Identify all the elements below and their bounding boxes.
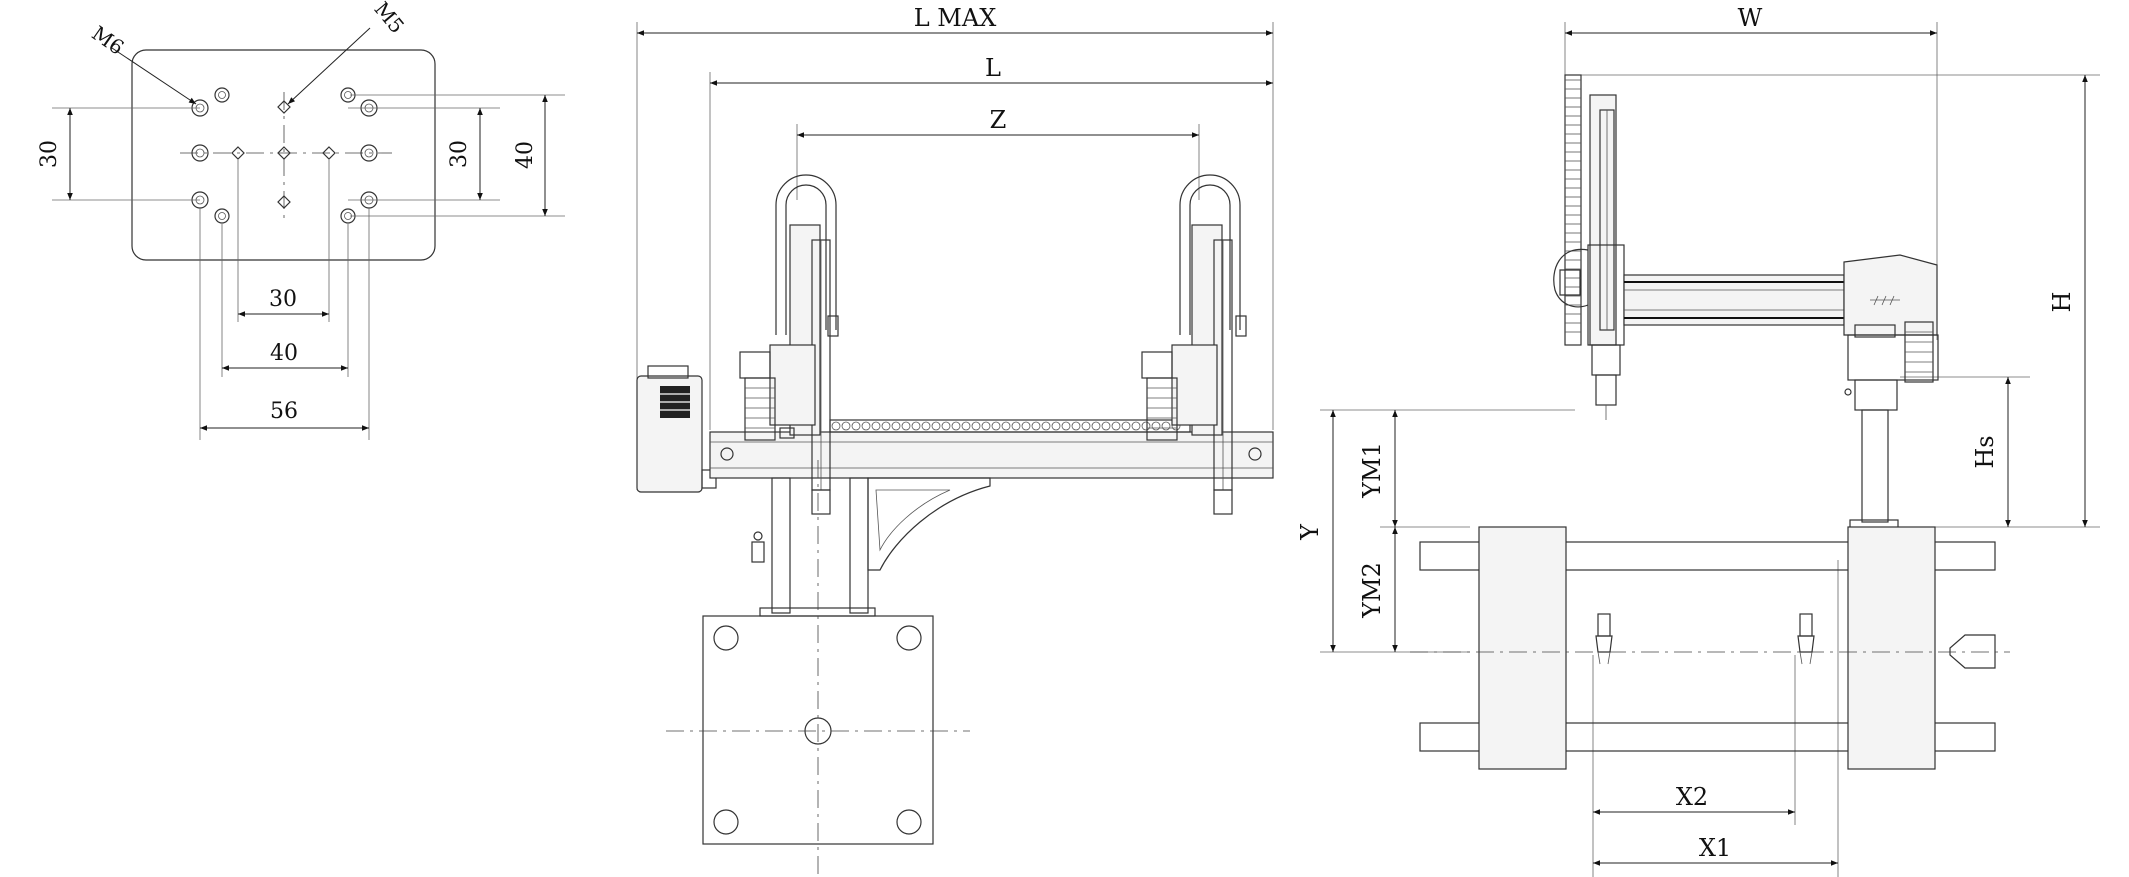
z-label: Z — [990, 106, 1007, 134]
l-label: L — [985, 54, 1001, 82]
y-label: Y — [1296, 523, 1324, 541]
side-vertical-arm — [1553, 74, 1625, 420]
grippers — [1595, 613, 1815, 665]
left-arm-assembly — [739, 174, 839, 515]
x2-label: X2 — [1676, 783, 1708, 811]
control-cabinet — [636, 365, 717, 493]
side-view: W H Hs Y YM1 YM2 X2 X1 — [1296, 4, 2100, 877]
dim-40-right: 40 — [513, 141, 538, 169]
mounting-plate-outline — [131, 49, 436, 261]
hs-label: Hs — [1971, 435, 1999, 468]
dim-40-bottom: 40 — [270, 341, 298, 366]
main-beam — [709, 431, 1274, 479]
dim-30-right: 30 — [447, 140, 472, 168]
mold-plate — [666, 460, 970, 877]
dim-30-left: 30 — [37, 140, 62, 168]
w-label: W — [1738, 4, 1763, 32]
hole-plate-view: M6 M5 30 30 40 30 40 56 — [37, 0, 565, 440]
side-horizontal-arm — [1623, 254, 1938, 383]
dim-30-bottom: 30 — [269, 287, 297, 312]
side-base-column — [1844, 334, 1939, 529]
beam-cable-chain — [829, 419, 1191, 433]
dim-56-bottom: 56 — [270, 399, 298, 424]
ym2-label: YM2 — [1358, 562, 1386, 619]
m6-thread-label: M6 — [88, 21, 129, 60]
l-max-label: L MAX — [914, 4, 997, 32]
x1-label: X1 — [1699, 834, 1731, 862]
front-view: L MAX L Z — [636, 4, 1274, 877]
right-arm-assembly — [1141, 174, 1247, 515]
h-label: H — [2048, 292, 2076, 313]
ym1-label: YM1 — [1358, 442, 1386, 499]
m5-thread-label: M5 — [369, 0, 409, 38]
support-column — [751, 477, 991, 617]
molding-machine — [1410, 526, 2010, 770]
